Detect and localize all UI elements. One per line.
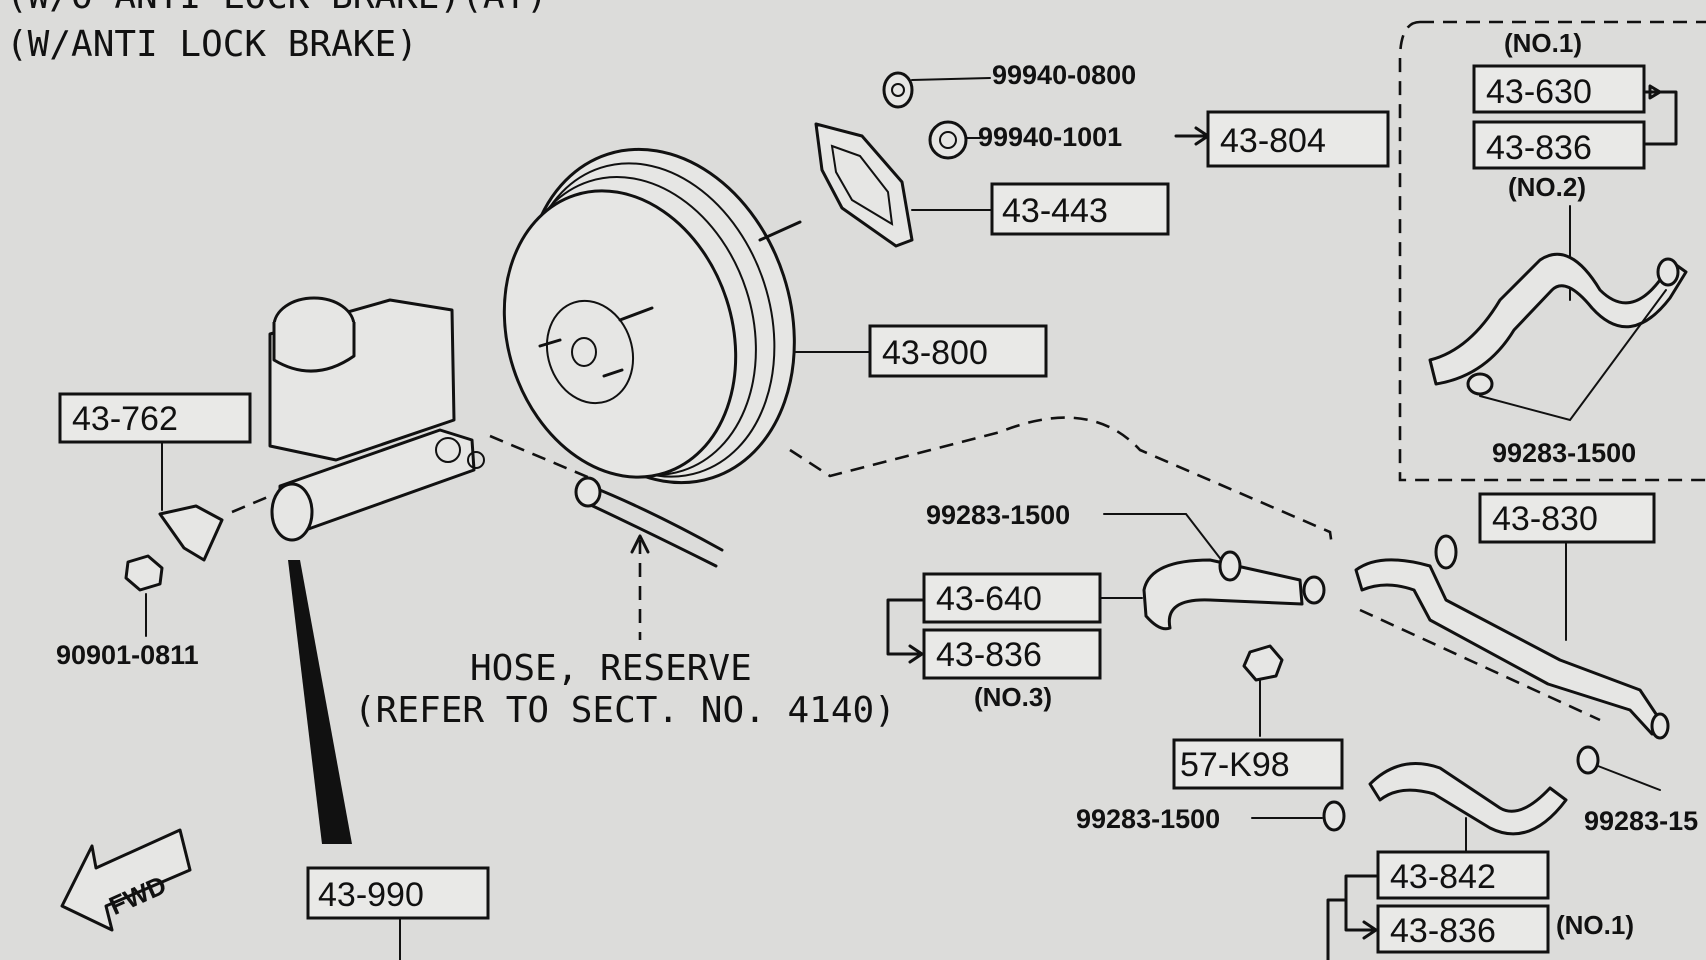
label-no1-bottom: (NO.1): [1556, 910, 1634, 940]
svg-text:43-804: 43-804: [1220, 122, 1326, 160]
header-line-2: (W/ANTI LOCK BRAKE): [6, 24, 418, 65]
svg-text:43-990: 43-990: [318, 876, 424, 914]
label-no1-top: (NO.1): [1504, 28, 1582, 58]
brake-booster-43-800: [502, 147, 871, 485]
bracket-connector-no2: [1644, 84, 1678, 146]
nut-99940-0800: [882, 71, 991, 109]
box-43-640[interactable]: 43-640: [922, 572, 1102, 624]
svg-text:57-K98: 57-K98: [1180, 746, 1290, 784]
svg-text:43-836: 43-836: [1486, 129, 1592, 167]
inset-hose-no2: [1428, 252, 1688, 386]
label-99940-1001: 99940-1001: [978, 122, 1122, 152]
label-99283-15: 99283-15: [1584, 806, 1698, 836]
label-no2: (NO.2): [1508, 172, 1586, 202]
bracket-connector-no1: [1326, 874, 1378, 960]
clip-57-k98: [1242, 644, 1284, 737]
master-cylinder-43-990: [268, 296, 485, 542]
reserve-hose: [574, 476, 724, 568]
box-43-836-no3[interactable]: 43-836: [922, 628, 1102, 680]
box-43-630[interactable]: 43-630: [1472, 64, 1646, 114]
clamp-low: [1322, 800, 1346, 832]
box-43-990[interactable]: 43-990: [306, 866, 490, 920]
svg-text:43-830: 43-830: [1492, 500, 1598, 538]
nut-99940-1001: [928, 120, 981, 160]
svg-text:43-836: 43-836: [1390, 912, 1496, 950]
inset-dashed-frame: [1398, 20, 1706, 482]
fwd-arrow-icon: FWD: [60, 828, 192, 932]
svg-text:43-630: 43-630: [1486, 73, 1592, 111]
box-43-804[interactable]: 43-804: [1206, 110, 1390, 168]
nut-90901-0811: [124, 554, 164, 637]
clamp-right: [1576, 745, 1600, 775]
wedge-leader-43-990: [288, 560, 352, 844]
box-43-762[interactable]: 43-762: [58, 392, 252, 444]
header-line-1: (W/O ANTI LOCK BRAKE)(AT): [6, 0, 548, 17]
box-43-836-no2[interactable]: 43-836: [1472, 120, 1646, 170]
svg-text:43-800: 43-800: [882, 334, 988, 372]
box-43-842[interactable]: 43-842: [1376, 850, 1550, 900]
bracket-connector-no3: [886, 598, 924, 664]
label-99283-1500-mid: 99283-1500: [926, 500, 1070, 530]
box-43-836-no1[interactable]: 43-836: [1376, 904, 1550, 954]
gasket-43-443: [814, 122, 993, 248]
box-57-k98[interactable]: 57-K98: [1172, 738, 1344, 790]
arrow-to-43-804: [1174, 126, 1210, 146]
hose-reserve-ref: (REFER TO SECT. NO. 4140): [354, 690, 896, 731]
svg-text:43-836: 43-836: [936, 636, 1042, 674]
svg-text:43-443: 43-443: [1002, 192, 1108, 230]
label-99283-1500-inset: 99283-1500: [1492, 438, 1636, 468]
svg-text:43-640: 43-640: [936, 580, 1042, 618]
label-no3: (NO.3): [974, 682, 1052, 712]
box-43-443[interactable]: 43-443: [990, 182, 1170, 236]
label-99283-1500-low: 99283-1500: [1076, 804, 1220, 834]
bracket-43-762: [158, 504, 224, 562]
svg-text:43-762: 43-762: [72, 400, 178, 438]
hose-reserve-label: HOSE, RESERVE: [470, 648, 752, 689]
box-43-800[interactable]: 43-800: [868, 324, 1048, 378]
hose-43-830: [1354, 534, 1670, 740]
label-99940-0800: 99940-0800: [992, 60, 1136, 90]
label-90901-0811: 90901-0811: [56, 640, 199, 670]
hose-43-640: [1142, 550, 1326, 631]
svg-text:43-842: 43-842: [1390, 858, 1496, 896]
box-43-830[interactable]: 43-830: [1478, 492, 1656, 544]
